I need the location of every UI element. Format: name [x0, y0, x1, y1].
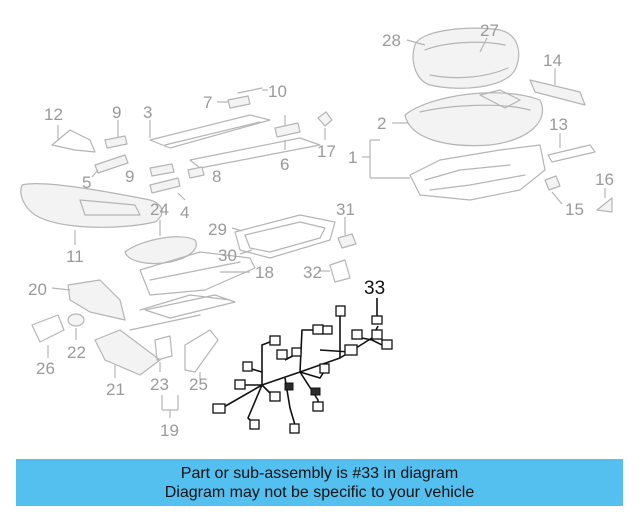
- callout-9-lower: 9: [125, 167, 134, 186]
- callout-5: 5: [82, 173, 91, 192]
- callout-20: 20: [28, 280, 47, 299]
- callout-18: 18: [255, 263, 274, 282]
- bolt-part-17: [317, 111, 333, 140]
- callout-17: 17: [317, 142, 336, 161]
- bracket-part-12: [51, 125, 96, 153]
- callout-3: 3: [143, 103, 152, 122]
- callout-29: 29: [208, 220, 227, 239]
- tray-part-29-30: [231, 214, 336, 259]
- trim-panel-part-11: [20, 183, 163, 245]
- wiring-harness-part-33: [212, 298, 393, 434]
- cap-part-16: [596, 188, 613, 213]
- callout-6: 6: [280, 155, 289, 174]
- bracket-part-14: [529, 68, 586, 106]
- callout-13: 13: [549, 115, 568, 134]
- exploded-parts-diagram: 28 27 14 2 1 13 16 15 12 9 3 7 10 6 17 5…: [20, 21, 614, 440]
- callout-27: 27: [480, 21, 499, 40]
- callout-16: 16: [595, 170, 614, 189]
- callout-4: 4: [180, 203, 189, 222]
- callout-31: 31: [336, 200, 355, 219]
- clip-part-15: [544, 175, 563, 205]
- callout-25: 25: [189, 375, 208, 394]
- clip-part-8: [187, 166, 205, 179]
- cover-part-6: [274, 115, 301, 150]
- callout-33: 33: [364, 278, 385, 299]
- callout-8: 8: [212, 167, 221, 186]
- clip-part-9-upper: [104, 120, 128, 149]
- motor-part-24: [124, 220, 197, 265]
- bracket-part-26: [31, 314, 65, 358]
- callout-19: 19: [160, 421, 179, 440]
- seat-cushion-part: [406, 27, 520, 89]
- callout-9-upper: 9: [112, 103, 121, 122]
- part-notice-banner: Part or sub-assembly is #33 in diagram D…: [16, 459, 623, 506]
- callout-26: 26: [36, 359, 55, 378]
- knob-part-22: [67, 313, 85, 340]
- clip-part-9-lower: [149, 163, 175, 177]
- callout-32: 32: [303, 263, 322, 282]
- callout-10: 10: [268, 82, 287, 101]
- callout-24: 24: [150, 200, 169, 219]
- rail-part-13: [547, 133, 596, 163]
- rail-part-3: [149, 114, 271, 149]
- callout-23: 23: [150, 375, 169, 394]
- callout-1: 1: [348, 148, 357, 167]
- callout-30: 30: [218, 246, 237, 265]
- callout-11: 11: [66, 247, 84, 266]
- module-part-31: [337, 217, 357, 249]
- banner-line-2: Diagram may not be specific to your vehi…: [164, 483, 475, 501]
- rail-cover-part: [189, 137, 321, 169]
- cover-part-21: [94, 329, 161, 378]
- seat-frame-part: [362, 89, 546, 201]
- trim-part-7: [217, 95, 251, 109]
- callout-14: 14: [543, 51, 562, 70]
- trim-part-10: [237, 87, 268, 94]
- cover-part-20: [51, 279, 126, 321]
- rail-assembly-part-18: [139, 251, 256, 311]
- banner-line-1: Part or sub-assembly is #33 in diagram: [180, 464, 459, 482]
- cover-part-5: [91, 154, 129, 178]
- clip-part-4: [149, 177, 186, 201]
- bracket-part-32: [318, 259, 351, 283]
- callout-7: 7: [203, 93, 212, 112]
- callout-15: 15: [565, 200, 584, 219]
- callout-22: 22: [67, 343, 86, 362]
- callout-21: 21: [106, 380, 125, 399]
- callout-28: 28: [382, 31, 401, 50]
- callout-12: 12: [44, 105, 63, 124]
- rail-assembly-part-19: [129, 294, 236, 418]
- callout-2: 2: [377, 114, 386, 133]
